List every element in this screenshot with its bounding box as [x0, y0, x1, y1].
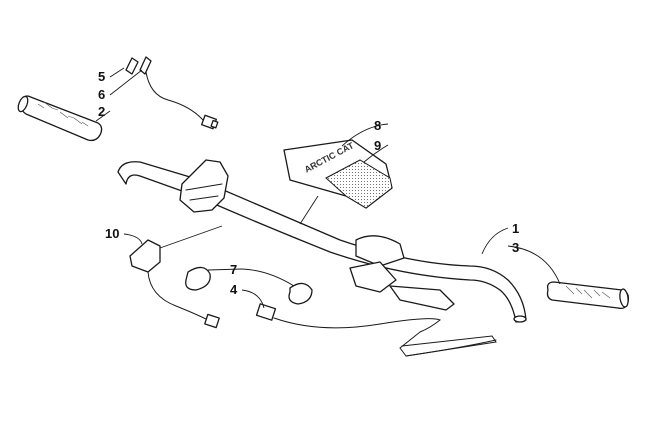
- callout-2: 2: [98, 104, 105, 119]
- callout-8: 8: [374, 118, 381, 133]
- retaining-rings: [185, 266, 313, 305]
- wiring-harness: [255, 303, 497, 357]
- left-grip: [17, 95, 103, 142]
- callout-9: 9: [374, 138, 381, 153]
- callout-10: 10: [105, 226, 119, 241]
- callout-6: 6: [98, 87, 105, 102]
- callout-5: 5: [98, 69, 105, 84]
- left-switch-housing: [179, 159, 229, 213]
- grip-heater-wire: [125, 56, 219, 130]
- handlebar-pad: ARCTIC CAT: [283, 139, 393, 225]
- callout-7: 7: [230, 262, 237, 277]
- throttle-switch: [129, 225, 223, 329]
- brake-lever-assembly: [349, 235, 455, 311]
- callout-1: 1: [512, 221, 519, 236]
- callout-3: 3: [512, 240, 519, 255]
- right-grip: [546, 281, 630, 310]
- callout-4: 4: [230, 282, 238, 297]
